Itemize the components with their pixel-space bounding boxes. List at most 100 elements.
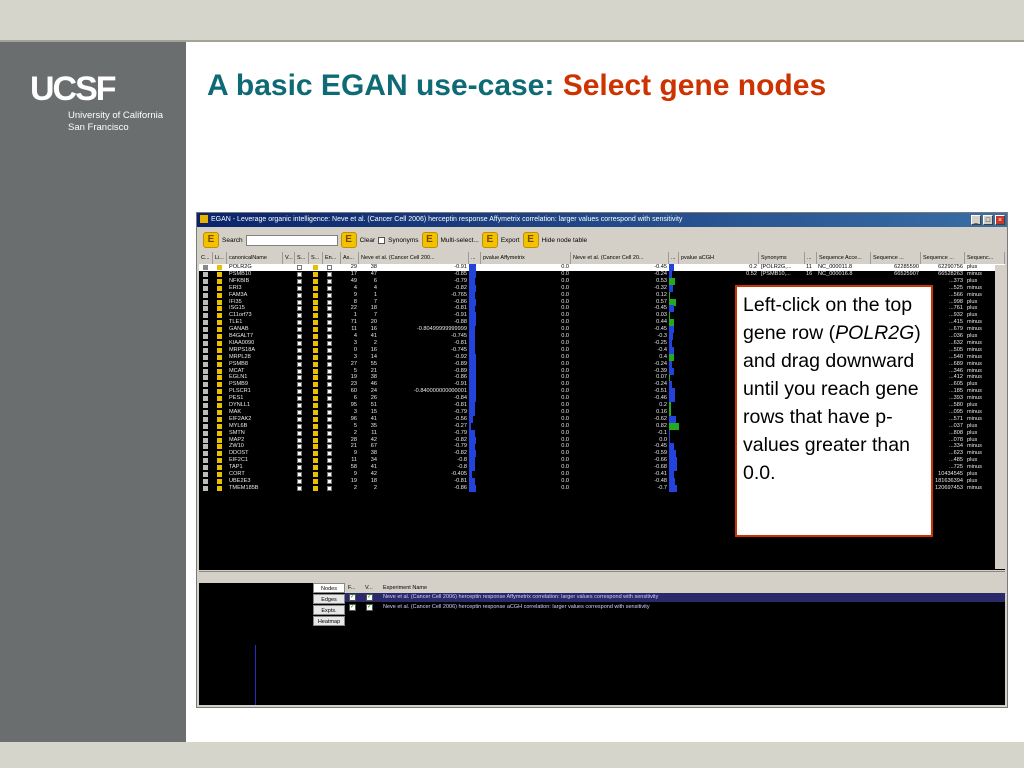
column-header[interactable]: Sequence Acce... (817, 252, 871, 264)
visible-checkbox[interactable] (297, 299, 302, 305)
visible-checkbox[interactable] (297, 478, 302, 484)
maximize-button[interactable]: □ (983, 215, 993, 225)
tab-edges[interactable]: Edges (313, 594, 345, 604)
select-checkbox[interactable] (327, 478, 332, 484)
column-header[interactable]: Sequence ... (871, 252, 921, 264)
exp-col-v[interactable]: V... (365, 585, 373, 591)
select-checkbox[interactable] (327, 382, 332, 388)
select-checkbox[interactable] (327, 423, 332, 429)
visible-checkbox[interactable] (297, 389, 302, 395)
column-header[interactable]: ... (469, 252, 481, 264)
egan-clear-icon[interactable]: E (340, 232, 357, 248)
visible-checkbox[interactable] (297, 265, 302, 270)
visible-checkbox[interactable] (297, 278, 302, 284)
egan-search-icon[interactable]: E (203, 232, 219, 248)
node-table-horizontal-scrollbar[interactable] (199, 571, 1005, 582)
select-checkbox[interactable] (327, 313, 332, 319)
column-header[interactable]: S... (295, 252, 309, 264)
select-checkbox[interactable] (327, 285, 332, 291)
visible-checkbox[interactable] (297, 354, 302, 360)
visible-checkbox[interactable] (297, 347, 302, 353)
select-checkbox[interactable] (327, 389, 332, 395)
visible-checkbox[interactable] (297, 313, 302, 319)
column-header[interactable]: ... (669, 252, 679, 264)
exp-visible-checkbox[interactable]: ✓ (366, 604, 373, 611)
visible-checkbox[interactable] (297, 320, 302, 326)
column-header[interactable]: Sequenc... (965, 252, 1005, 264)
visible-checkbox[interactable] (297, 403, 302, 408)
hide-node-table-button[interactable]: Hide node table (541, 236, 588, 244)
window-titlebar[interactable]: EGAN - Leverage organic intelligence: Ne… (197, 213, 1007, 227)
select-checkbox[interactable] (327, 437, 332, 443)
visible-checkbox[interactable] (297, 327, 302, 333)
column-header[interactable]: Synonyms (759, 252, 805, 264)
visible-checkbox[interactable] (297, 465, 302, 471)
select-checkbox[interactable] (327, 292, 332, 298)
minimize-button[interactable]: _ (971, 215, 981, 225)
visible-checkbox[interactable] (297, 271, 302, 277)
column-header[interactable]: En... (323, 252, 341, 264)
select-checkbox[interactable] (327, 299, 332, 305)
column-header[interactable]: As... (341, 252, 359, 264)
egan-export-icon[interactable]: E (481, 232, 498, 248)
select-checkbox[interactable] (327, 458, 332, 464)
select-checkbox[interactable] (327, 430, 332, 436)
select-checkbox[interactable] (327, 409, 332, 415)
visible-checkbox[interactable] (297, 334, 302, 339)
column-header[interactable]: Sequence ... (921, 252, 965, 264)
select-checkbox[interactable] (327, 340, 332, 346)
visible-checkbox[interactable] (297, 306, 302, 312)
exp-col-f[interactable]: F... (348, 585, 356, 591)
visible-checkbox[interactable] (297, 285, 302, 291)
egan-multiselect-icon[interactable]: E (421, 232, 438, 248)
export-button[interactable]: Export (500, 236, 520, 244)
select-checkbox[interactable] (327, 403, 332, 408)
visible-checkbox[interactable] (297, 368, 302, 374)
visible-checkbox[interactable] (297, 382, 302, 388)
column-header[interactable]: pvalue Affymetrix (481, 252, 571, 264)
select-checkbox[interactable] (327, 327, 332, 333)
select-checkbox[interactable] (327, 306, 332, 312)
select-checkbox[interactable] (327, 347, 332, 353)
column-header[interactable]: ... (805, 252, 817, 264)
visible-checkbox[interactable] (297, 409, 302, 415)
visible-checkbox[interactable] (297, 375, 302, 381)
select-checkbox[interactable] (327, 375, 332, 381)
select-checkbox[interactable] (327, 354, 332, 360)
column-header[interactable]: S... (309, 252, 323, 264)
visible-checkbox[interactable] (297, 416, 302, 422)
exp-col-name[interactable]: Experiment Name (383, 585, 428, 591)
column-header[interactable]: Li... (213, 252, 227, 264)
select-checkbox[interactable] (327, 444, 332, 450)
clear-button[interactable]: Clear (359, 236, 376, 244)
column-header[interactable]: V... (283, 252, 295, 264)
select-checkbox[interactable] (327, 396, 332, 402)
tab-nodes[interactable]: Nodes (313, 583, 345, 593)
exp-visible-checkbox[interactable]: ✓ (366, 594, 373, 601)
egan-hide-icon[interactable]: E (522, 232, 539, 248)
select-checkbox[interactable] (327, 465, 332, 471)
visible-checkbox[interactable] (297, 361, 302, 367)
select-checkbox[interactable] (327, 320, 332, 326)
tab-expts[interactable]: Expts. (313, 605, 345, 615)
visible-checkbox[interactable] (297, 444, 302, 450)
select-checkbox[interactable] (327, 485, 332, 491)
select-checkbox[interactable] (327, 361, 332, 367)
